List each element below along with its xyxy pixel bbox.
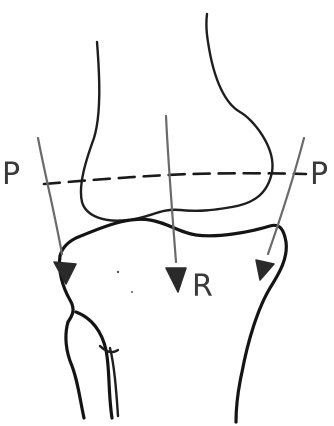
pencil-speck [131,291,133,293]
fibula [66,312,118,418]
center-arrow-shaft [166,116,176,262]
right-force-arrow [256,138,304,280]
tibia-plateau-outline [60,219,286,422]
left-arrow-shaft [38,138,62,254]
label-left-p: P [2,157,20,192]
femur [81,14,273,221]
pencil-speck [117,271,119,273]
right-arrow-head [256,260,274,280]
center-force-arrow [166,116,186,292]
center-arrow-head [166,268,186,292]
fibula-head-line [100,346,118,352]
fibula-outline [66,322,84,418]
femur-left-outline [81,14,273,221]
label-right-p: P [310,157,328,192]
left-arrow-head [54,262,76,284]
tibia [59,219,286,422]
label-center-r: R [192,269,213,304]
left-force-arrow [38,138,76,284]
